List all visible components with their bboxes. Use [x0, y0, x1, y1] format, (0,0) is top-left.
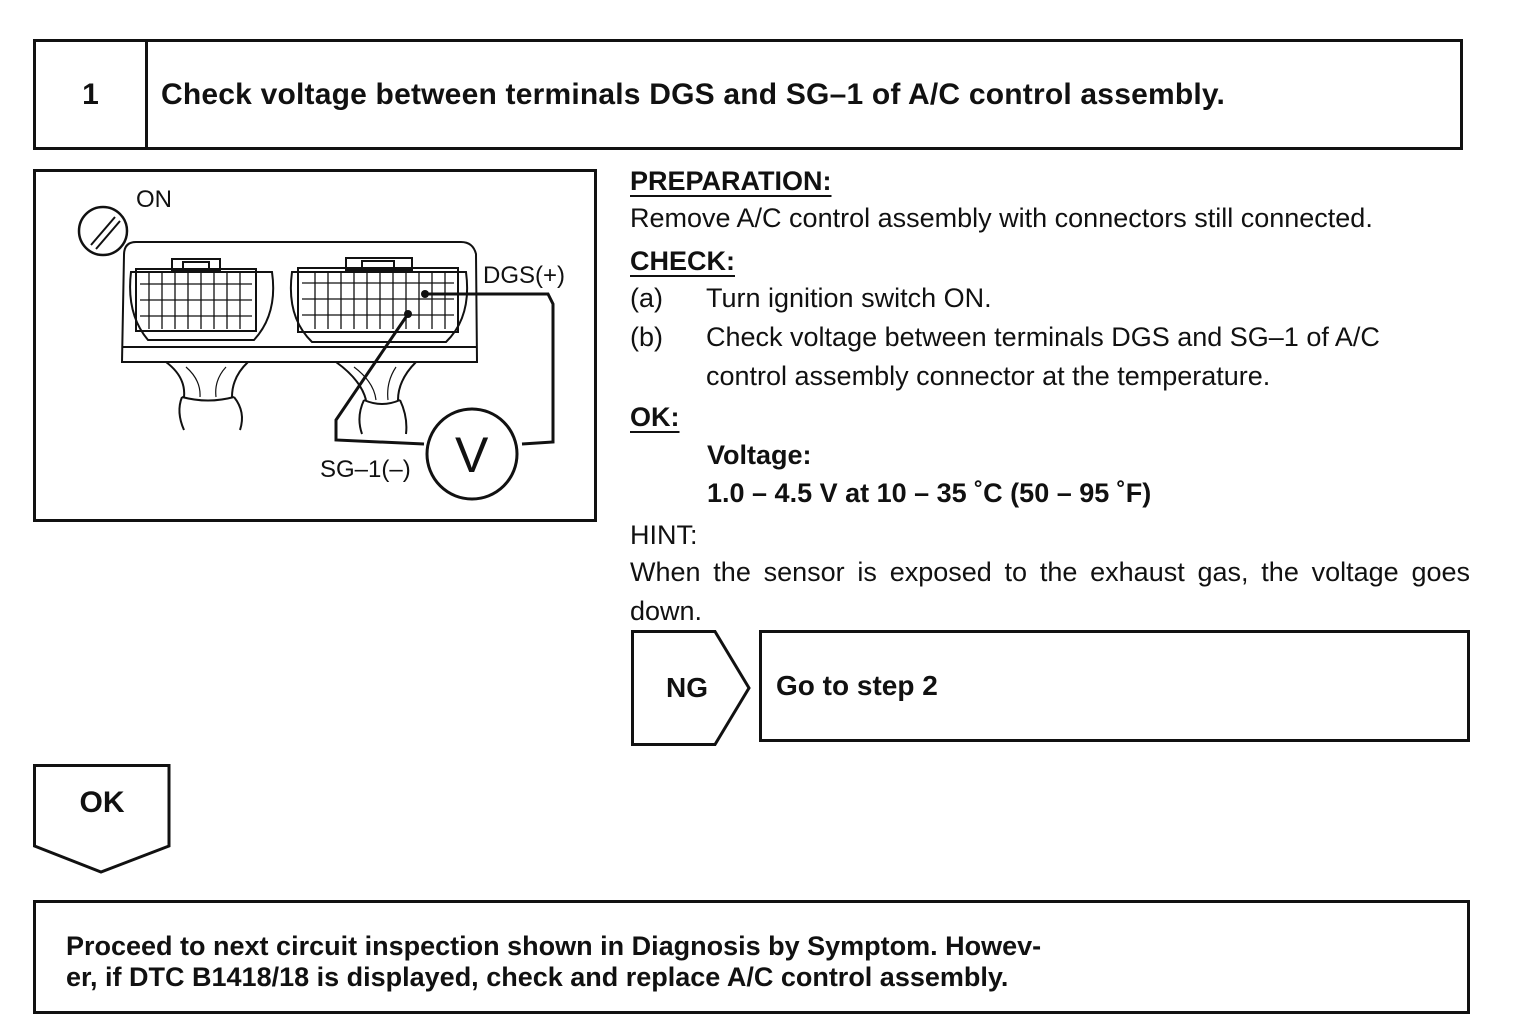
- dgs-terminal-label: DGS(+): [483, 262, 566, 289]
- voltmeter-label: V: [455, 427, 489, 483]
- voltmeter-icon: [425, 407, 519, 501]
- left-connector: [129, 258, 275, 341]
- step-title: Check voltage between terminals DGS and …: [161, 77, 1226, 111]
- preparation-heading: PREPARATION:: [630, 166, 832, 196]
- final-instruction-box: Proceed to next circuit inspection shown…: [33, 900, 1470, 1014]
- final-instruction-line: Proceed to next circuit inspection shown…: [66, 931, 1042, 961]
- wiring-figure: ON DGS(+) SG–1(–) V: [33, 169, 597, 522]
- ok-param: Voltage:: [707, 440, 812, 470]
- hint-text: When the sensor is exposed to the exhaus…: [630, 557, 1470, 626]
- step-number: 1: [36, 42, 148, 147]
- sg1-terminal-label: SG–1(–): [320, 456, 411, 483]
- dgs-lead: [425, 292, 555, 446]
- ng-label: NG: [666, 672, 708, 703]
- preparation-text: Remove A/C control assembly with connect…: [630, 203, 1373, 233]
- check-item-label: (a): [630, 283, 663, 313]
- ok-value: 1.0 – 4.5 V at 10 – 35 ˚C (50 – 95 ˚F): [707, 478, 1152, 508]
- ignition-on-label: ON: [136, 186, 172, 213]
- final-instruction-line: er, if DTC B1418/18 is displayed, check …: [66, 962, 1009, 992]
- check-item-text: Turn ignition switch ON.: [706, 283, 992, 313]
- ok-heading: OK:: [630, 402, 680, 432]
- ng-result-text: Go to step 2: [776, 670, 938, 701]
- check-list: (a) Turn ignition switch ON. (b) Check v…: [630, 279, 1470, 396]
- ok-arrow-label: OK: [79, 786, 125, 819]
- check-item: (b) Check voltage between terminals DGS …: [630, 318, 1470, 396]
- ng-result-box: Go to step 2: [759, 630, 1470, 742]
- check-item: (a) Turn ignition switch ON.: [630, 279, 1470, 318]
- ignition-switch-icon: [77, 205, 129, 257]
- check-heading: CHECK:: [630, 246, 735, 276]
- connector-diagram: [77, 205, 555, 501]
- check-item-text: Check voltage between terminals DGS and …: [706, 322, 1380, 391]
- check-item-label: (b): [630, 322, 663, 352]
- right-connector: [289, 257, 469, 343]
- step-header: 1 Check voltage between terminals DGS an…: [33, 39, 1463, 150]
- sg1-lead: [334, 313, 425, 446]
- hint-heading: HINT:: [630, 520, 698, 550]
